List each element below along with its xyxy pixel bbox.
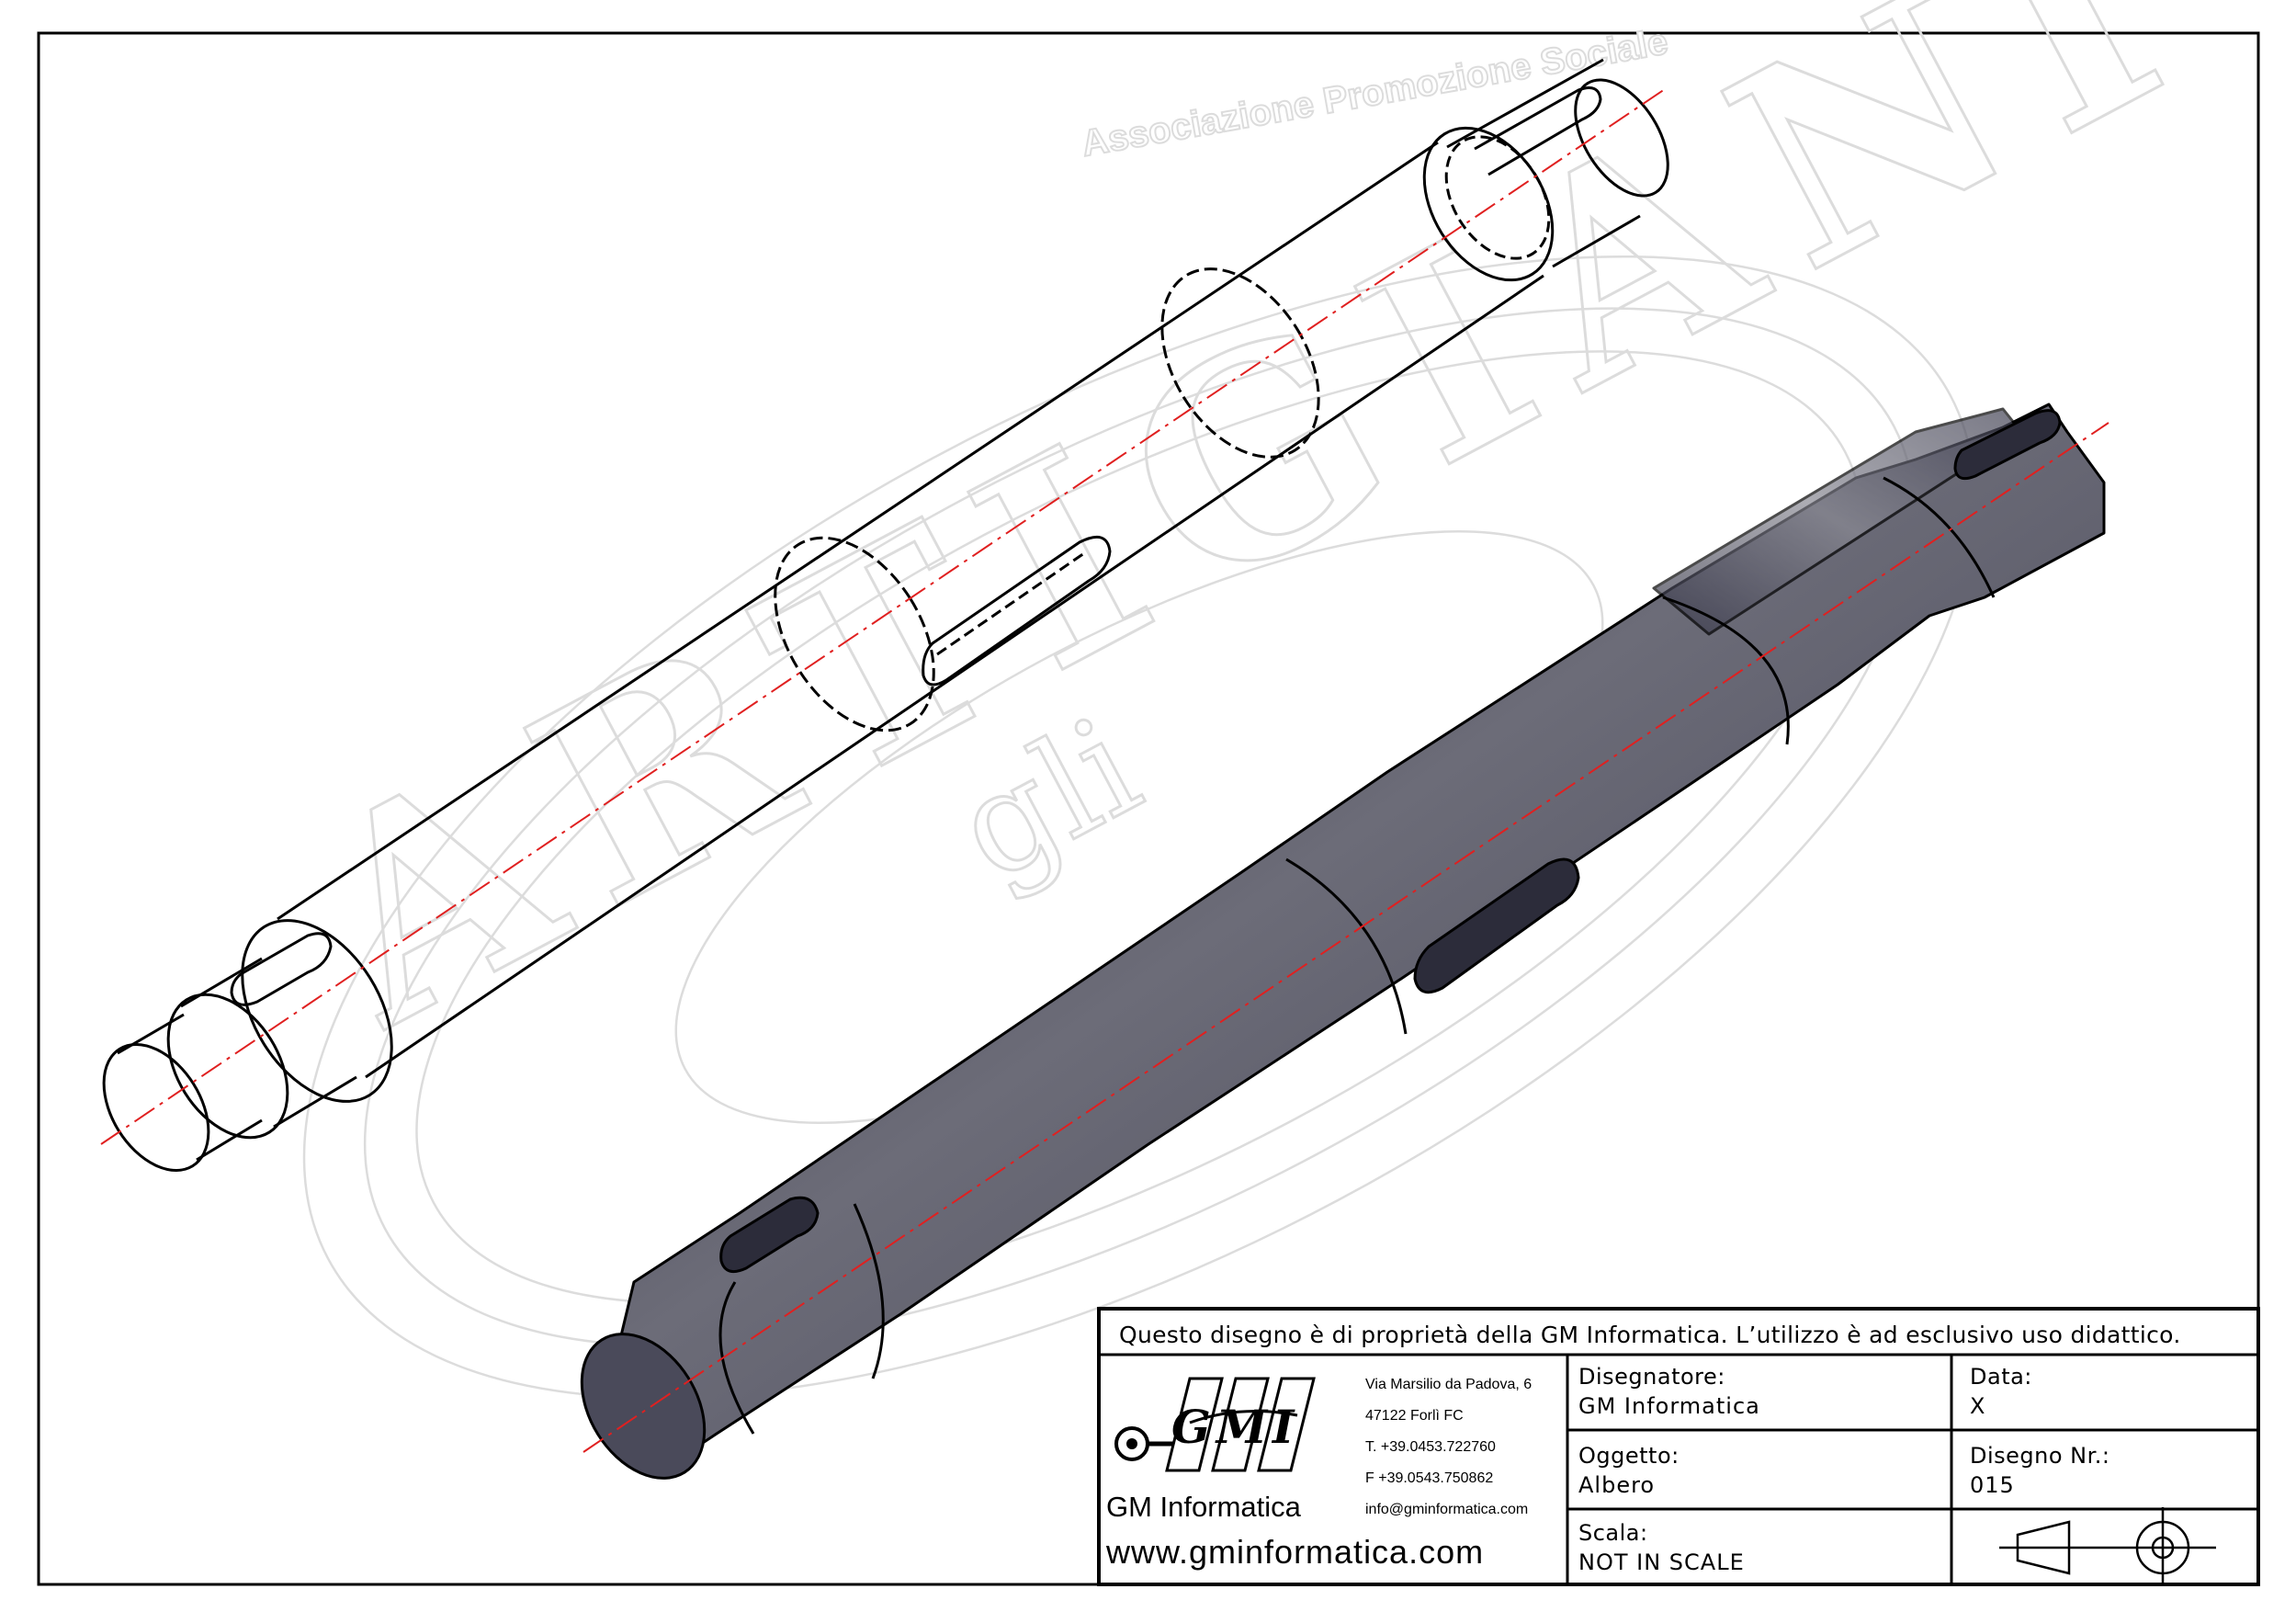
designer-value: GM Informatica (1578, 1393, 1760, 1419)
phone-line: T. +39.0453.722760 (1365, 1439, 1496, 1455)
drawing-number-label: Disegno Nr.: (1970, 1443, 2110, 1469)
gmi-logo: GMI (1114, 1377, 1316, 1472)
address-line: Via Marsilio da Padova, 6 (1365, 1377, 1533, 1392)
fax-line: F +39.0543.750862 (1365, 1470, 1494, 1486)
logo-text: GMI (1171, 1400, 1299, 1454)
wireframe-shaft (100, 58, 1669, 1173)
title-block: Questo disegno è di proprietà della GM I… (1099, 1309, 2256, 1584)
drawing-number-value: 015 (1970, 1472, 2015, 1498)
date-label: Data: (1970, 1364, 2032, 1390)
date-value: X (1970, 1393, 1986, 1419)
company-name: GM Informatica (1106, 1491, 1301, 1523)
website-link[interactable]: www.gminformatica.com (1106, 1533, 1485, 1571)
designer-label: Disegnatore: (1578, 1364, 1725, 1390)
address-line: 47122 Forlì FC (1365, 1408, 1464, 1424)
object-label: Oggetto: (1578, 1443, 1680, 1469)
title-block-grid (1097, 1307, 2260, 1586)
ownership-notice: Questo disegno è di proprietà della GM I… (1119, 1322, 2181, 1348)
watermark (302, 255, 1976, 1400)
shaded-shaft (580, 403, 2109, 1480)
projection-symbol-icon (1999, 1507, 2216, 1583)
email-link[interactable]: info@gminformatica.com (1365, 1502, 1529, 1517)
scale-value: NOT IN SCALE (1578, 1549, 1745, 1575)
scale-label: Scala: (1578, 1520, 1648, 1546)
object-value: Albero (1578, 1472, 1656, 1498)
